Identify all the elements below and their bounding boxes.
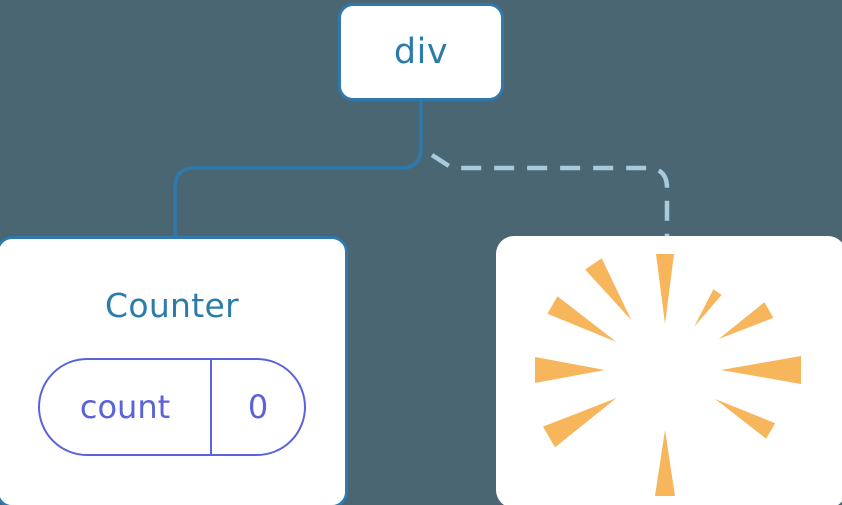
sparkle-ray-1 — [694, 289, 722, 327]
state-key: count — [40, 360, 212, 454]
node-counter[interactable]: Counter count 0 — [0, 236, 348, 505]
connector-root-to-counter — [173, 99, 423, 240]
sparkle-ray-9 — [655, 430, 675, 496]
sparkle-ray-3 — [547, 296, 617, 342]
sparkle-ray-0 — [656, 254, 674, 324]
connector-root-to-sparkle — [430, 153, 670, 236]
node-div-label: div — [393, 31, 449, 72]
sparkle-ray-5 — [535, 357, 605, 383]
node-counter-label: Counter — [105, 286, 239, 325]
sparkle-burst-icon — [535, 254, 801, 496]
sparkle-ray-2 — [585, 258, 632, 321]
state-pill-count[interactable]: count 0 — [38, 358, 306, 456]
state-value: 0 — [247, 388, 269, 426]
sparkle-ray-7 — [543, 398, 617, 448]
node-sparkle[interactable] — [496, 236, 842, 505]
sparkle-ray-4 — [718, 302, 774, 339]
node-div[interactable]: div — [338, 3, 504, 101]
sparkle-ray-8 — [715, 399, 776, 439]
sparkle-ray-6 — [721, 356, 801, 384]
